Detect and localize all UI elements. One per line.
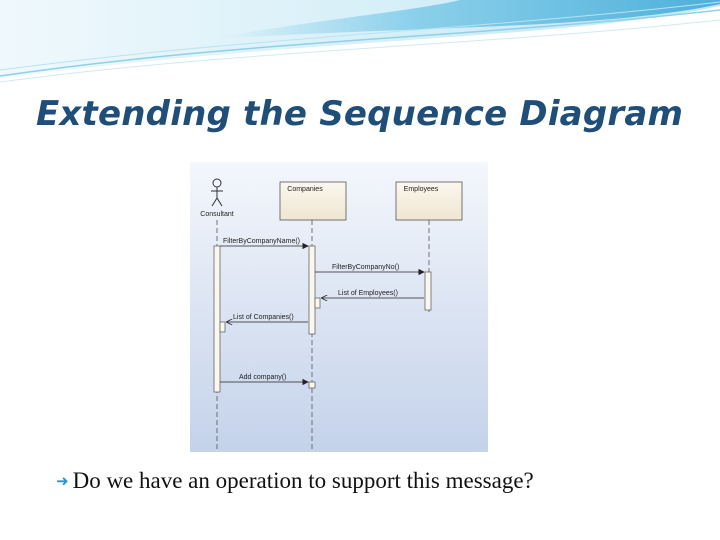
object-companies: Companies [279,181,347,221]
message-2: FilterByCompanyNo() [315,264,425,276]
object-label: Companies [287,186,323,193]
activation-bars [213,245,432,393]
object-label: Employees [404,186,439,193]
message-label: List of Companies() [233,314,294,321]
message-label: FilterByCompanyNo() [332,264,399,271]
actor-stick-figure-icon [211,178,223,207]
sequence-diagram: Consultant Companies Employees [190,162,488,452]
message-3: List of Employees() [322,290,424,298]
bullet-point: ➜Do we have an operation to support this… [56,468,534,494]
message-label: Add company() [239,374,286,381]
activation-companies-nested [314,297,321,309]
message-label: FilterByCompanyName() [223,238,300,245]
slide-title: Extending the Sequence Diagram [36,94,684,134]
actor-label: Consultant [200,211,234,218]
activation-companies-add [308,381,316,389]
actor-consultant: Consultant [200,178,234,218]
activation-employees [424,271,432,311]
message-4: List of Companies() [227,314,308,322]
arrow-bullet-icon: ➜ [56,474,69,490]
activation-consultant-nested [219,321,226,333]
message-5: Add company() [220,374,309,386]
header-swoosh-decoration [0,0,720,83]
object-employees: Employees [395,181,463,221]
bullet-text: Do we have an operation to support this … [72,468,534,493]
message-1: FilterByCompanyName() [220,238,309,250]
activation-consultant [213,245,221,393]
activation-companies [308,245,316,335]
message-label: List of Employees() [338,290,398,297]
